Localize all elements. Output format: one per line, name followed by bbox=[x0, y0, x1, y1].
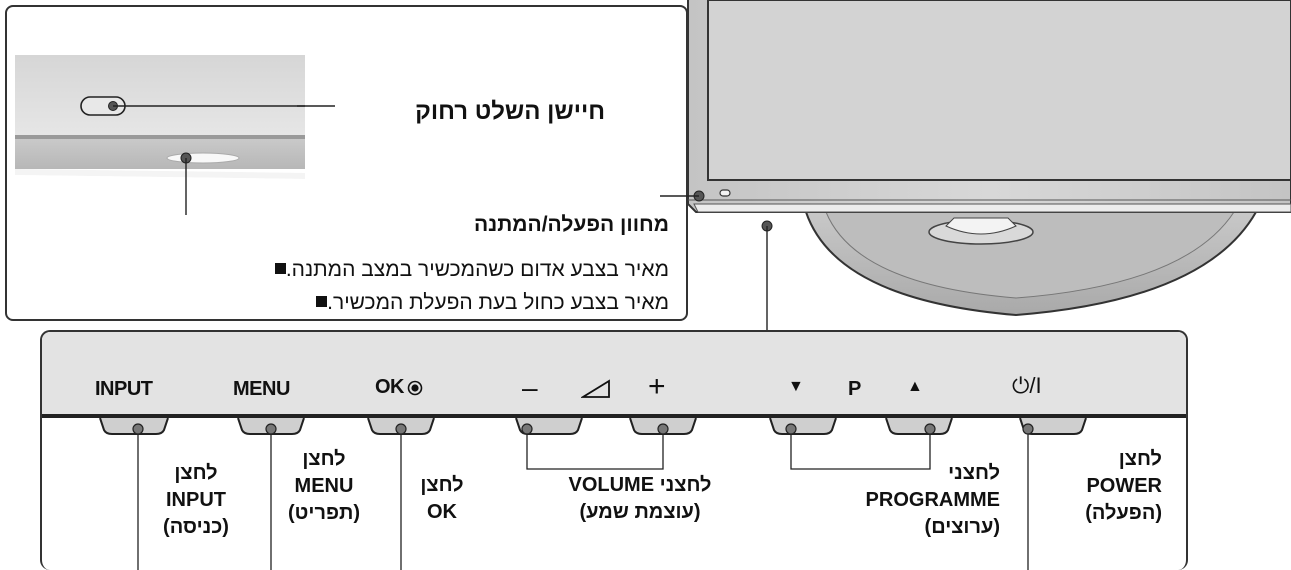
menu-description: לחצן MENU (תפריט) bbox=[287, 448, 361, 524]
programme-down-button[interactable] bbox=[769, 417, 837, 435]
tv-drawing bbox=[687, 0, 1291, 330]
programme-p-label: P bbox=[848, 378, 861, 400]
programme-down-icon: ▼ bbox=[788, 378, 804, 395]
tv-remote-sensor bbox=[719, 189, 731, 197]
front-panel-closeup bbox=[15, 55, 305, 220]
inset-panel: חיישן השלט רחוק מחוון הפעלה/המתנה מאיר ב… bbox=[5, 5, 688, 321]
volume-description: לחצני VOLUME (עוצמת שמע) bbox=[568, 474, 712, 523]
menu-button-label: MENU bbox=[233, 378, 290, 400]
buttons-and-leaders bbox=[99, 417, 1087, 570]
power-icon: ⏻/I bbox=[1012, 373, 1042, 398]
tv-illustration bbox=[686, 0, 1291, 330]
power-indicator-light bbox=[166, 152, 240, 164]
programme-description: לחצני PROGRAMME (ערוצים) bbox=[865, 462, 1000, 538]
indicator-description-2: מאיר בצבע כחול בעת הפעלת המכשיר. bbox=[107, 291, 669, 315]
power-description: לחצן POWER (הפעלה) bbox=[1085, 448, 1162, 524]
programme-up-icon: ▲ bbox=[907, 378, 923, 395]
volume-triangle-icon bbox=[581, 379, 610, 398]
volume-minus-label: – bbox=[522, 372, 538, 403]
inset-connector-line bbox=[660, 195, 699, 197]
remote-sensor-label: חיישן השלט רחוק bbox=[415, 98, 605, 125]
sensor-leader-line bbox=[297, 105, 335, 107]
input-description: לחצן INPUT (כניסה) bbox=[163, 462, 229, 538]
button-strip bbox=[42, 332, 1186, 414]
input-button-label: INPUT bbox=[95, 378, 153, 400]
ok-circle-icon bbox=[407, 380, 423, 395]
bullet-icon bbox=[316, 296, 328, 307]
programme-up-button[interactable] bbox=[885, 417, 953, 435]
button-strip-edge bbox=[42, 414, 1186, 418]
control-panel-diagram: INPUT MENU OK – + ▼ P ▲ ⏻/I bbox=[40, 330, 1188, 570]
ok-button-label: OK bbox=[375, 376, 423, 399]
ok-description: לחצן OK bbox=[420, 474, 464, 523]
power-indicator-title: מחוון הפעלה/המתנה bbox=[473, 213, 669, 236]
bullet-icon bbox=[274, 263, 286, 274]
volume-plus-label: + bbox=[648, 370, 666, 403]
closeup-illustration bbox=[15, 55, 305, 220]
indicator-description-1: מאיר בצבע אדום כשהמכשיר במצב המתנה. bbox=[107, 258, 669, 282]
